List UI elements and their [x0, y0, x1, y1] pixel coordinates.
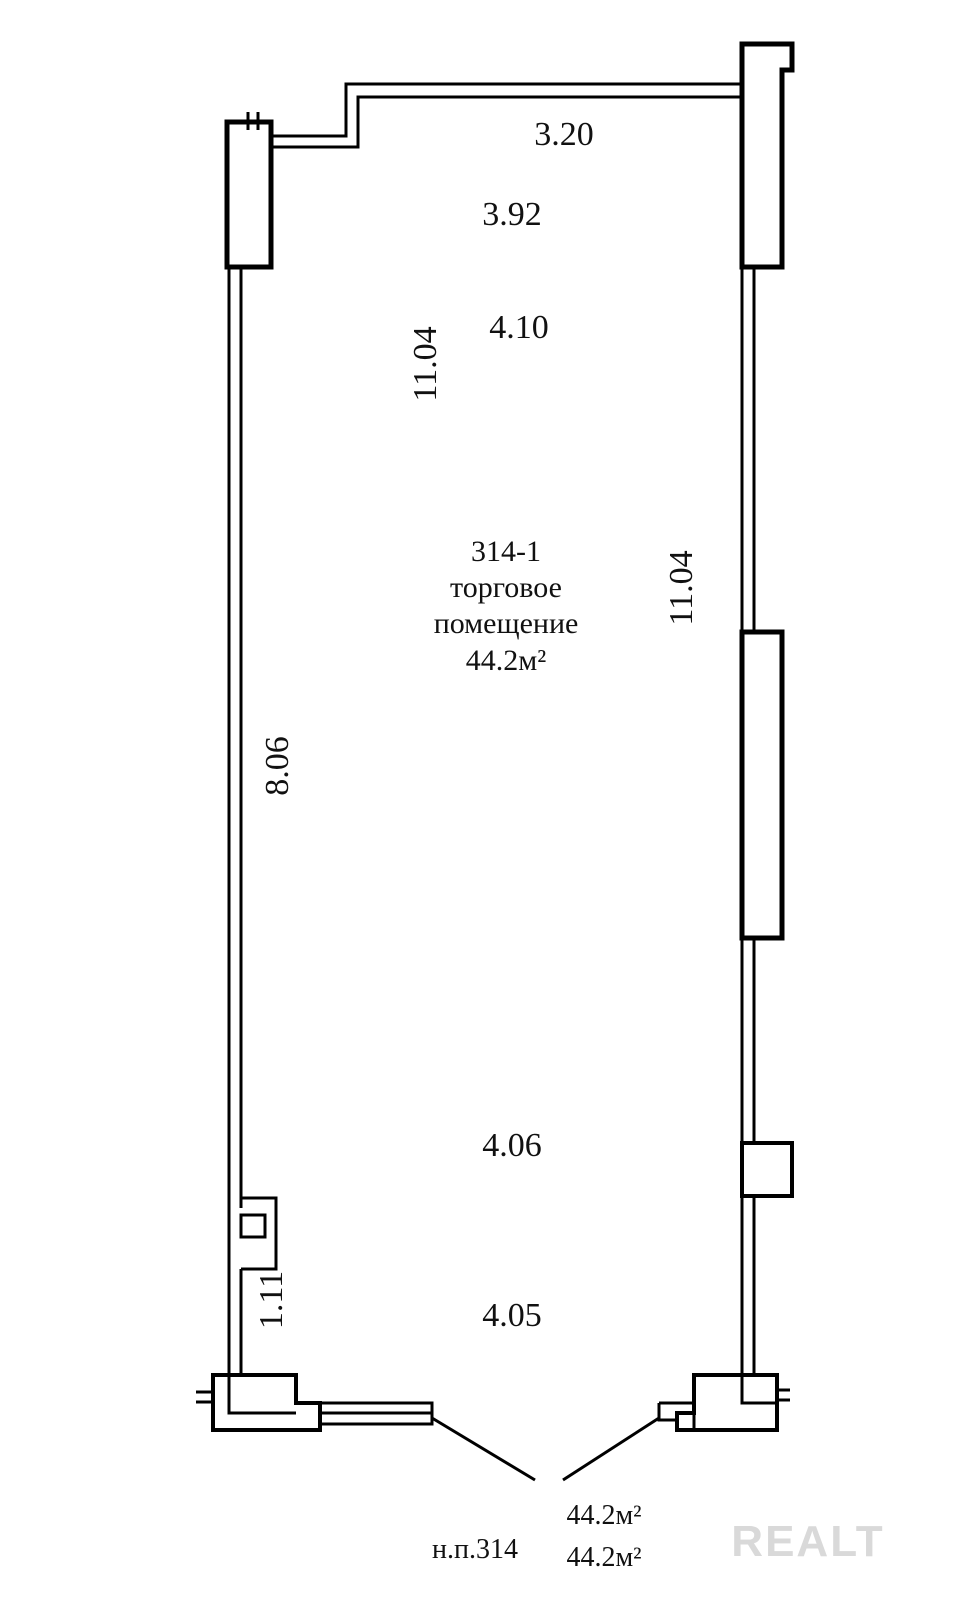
room-area: 44.2м²: [466, 644, 546, 677]
dim-4-06: 4.06: [482, 1127, 542, 1164]
left-wall-top-block: [224, 119, 274, 270]
unit-summary: н.п.314 44.2м² 44.2м²: [432, 1500, 642, 1573]
right-window-block: [739, 629, 785, 941]
top-wall-inner: [271, 95, 742, 149]
door-swing-left: [431, 1416, 536, 1482]
left-wall-vent-mark: [240, 112, 270, 130]
room-name-line1: торговое: [450, 571, 562, 604]
room-name-line2: помещение: [434, 607, 579, 640]
left-wall: [227, 267, 243, 1375]
right-column: [740, 1141, 794, 1198]
dim-8-06: 8.06: [259, 736, 296, 796]
dim-3-92: 3.92: [482, 196, 542, 233]
door-swing-right: [562, 1416, 660, 1482]
left-column-inner: [239, 1213, 267, 1239]
bottom-right-detail: [657, 1375, 790, 1430]
room-label: 314-1 торговое помещение 44.2м²: [434, 535, 579, 677]
unit-area-1: 44.2м²: [566, 1500, 641, 1531]
bottom-left-detail: [196, 1375, 296, 1415]
dim-4-05: 4.05: [482, 1297, 542, 1334]
dim-4-10: 4.10: [489, 309, 549, 346]
room-number: 314-1: [471, 535, 541, 568]
left-column: [239, 1196, 278, 1271]
dim-1-11: 1.11: [253, 1271, 290, 1329]
walls: [196, 41, 795, 1482]
bottom-window: [320, 1401, 434, 1426]
dim-3-20: 3.20: [534, 116, 594, 153]
unit-label: н.п.314: [432, 1534, 518, 1565]
dim-left-11-04: 11.04: [407, 326, 444, 401]
dim-right-11-04: 11.04: [663, 550, 700, 625]
top-wall-outer: [271, 82, 742, 138]
realt-watermark: REALT: [731, 1517, 884, 1566]
unit-area-2: 44.2м²: [566, 1542, 641, 1573]
right-wall-top-block: [739, 41, 795, 270]
